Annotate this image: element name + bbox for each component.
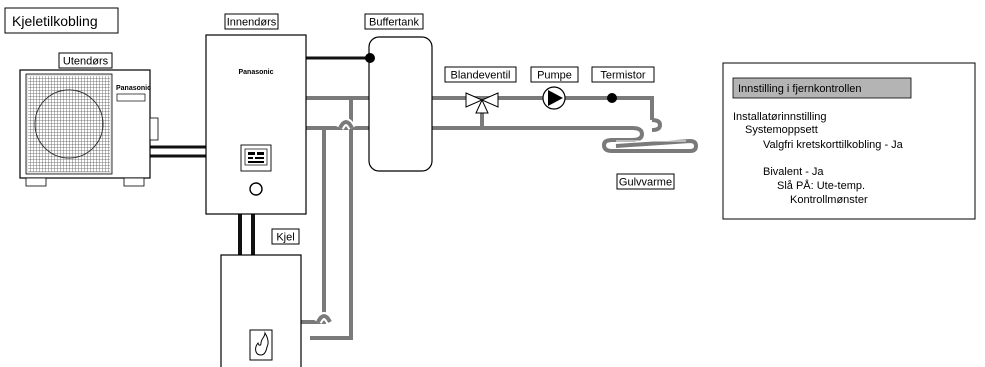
pump-icon <box>542 86 566 110</box>
remote-settings-header: Innstilling i fjernkontrollen <box>738 83 862 95</box>
indoor-unit: Panasonic <box>205 34 307 215</box>
label-floor-heating: Gulvvarme <box>616 173 675 190</box>
label-buffer-tank: Buffertank <box>364 13 424 30</box>
pipe-crossing-hop-1-line <box>338 120 354 129</box>
diagram-title: Kjeletilkobling <box>12 13 98 29</box>
floor-supply-pipe <box>432 96 654 120</box>
boiler-return-pipe <box>300 128 326 324</box>
thermistor-icon <box>607 93 617 103</box>
label-pump-text: Pumpe <box>537 70 572 82</box>
pipe-crossing-hop-2-line <box>316 314 332 323</box>
setting-line-optional-pcb: Valgfri kretskorttilkobling - Ja <box>763 139 904 151</box>
setting-line-installer: Installatørinnstilling <box>733 111 827 123</box>
label-indoor: Innendørs <box>224 13 279 30</box>
remote-controller-icon <box>240 144 272 172</box>
buffer-sensor-dot <box>365 53 375 63</box>
label-thermistor: Termistor <box>591 66 655 83</box>
remote-settings-header-bg <box>732 77 912 99</box>
label-outdoor: Utendørs <box>58 52 113 69</box>
indoor-dial-icon <box>249 182 263 196</box>
label-pump: Pumpe <box>530 66 579 83</box>
setting-line-bivalent: Bivalent - Ja <box>763 166 824 178</box>
boiler-supply-pipe <box>310 98 353 340</box>
label-boiler-text: Kjel <box>276 232 294 244</box>
outdoor-unit: Panasonic <box>19 69 159 187</box>
label-buffer-tank-text: Buffertank <box>369 17 419 29</box>
setting-line-control-pattern: Kontrollmønster <box>790 194 868 206</box>
diagram-title-box: Kjeletilkobling <box>4 7 119 34</box>
label-thermistor-text: Termistor <box>600 70 646 82</box>
floor-heating-coil-icon <box>601 118 699 153</box>
setting-line-system-setup: Systemoppsett <box>745 124 818 136</box>
label-floor-heating-text: Gulvvarme <box>619 177 672 189</box>
pipes <box>150 56 654 340</box>
label-mixing-valve-text: Blandeventil <box>451 70 511 82</box>
label-outdoor-text: Utendørs <box>63 56 109 68</box>
outdoor-side-fitting <box>149 117 159 141</box>
outdoor-foot-right <box>123 177 145 187</box>
setting-line-turn-on: Slå PÅ: Ute-temp. <box>777 179 865 192</box>
outdoor-fan-grille <box>28 76 110 172</box>
label-boiler: Kjel <box>271 228 300 245</box>
mixing-valve-icon <box>465 92 499 114</box>
outdoor-foot-left <box>25 177 47 187</box>
outdoor-nameplate <box>116 93 146 102</box>
buffer-tank <box>368 36 433 172</box>
boiler-unit <box>220 254 302 367</box>
flame-icon <box>255 331 269 356</box>
label-mixing-valve: Blandeventil <box>444 66 517 83</box>
remote-settings-panel: Innstilling i fjernkontrollen Installatø… <box>722 62 976 220</box>
outdoor-brand-logo: Panasonic <box>116 85 151 92</box>
indoor-brand-logo: Panasonic <box>238 69 273 76</box>
label-indoor-text: Innendørs <box>227 17 277 29</box>
